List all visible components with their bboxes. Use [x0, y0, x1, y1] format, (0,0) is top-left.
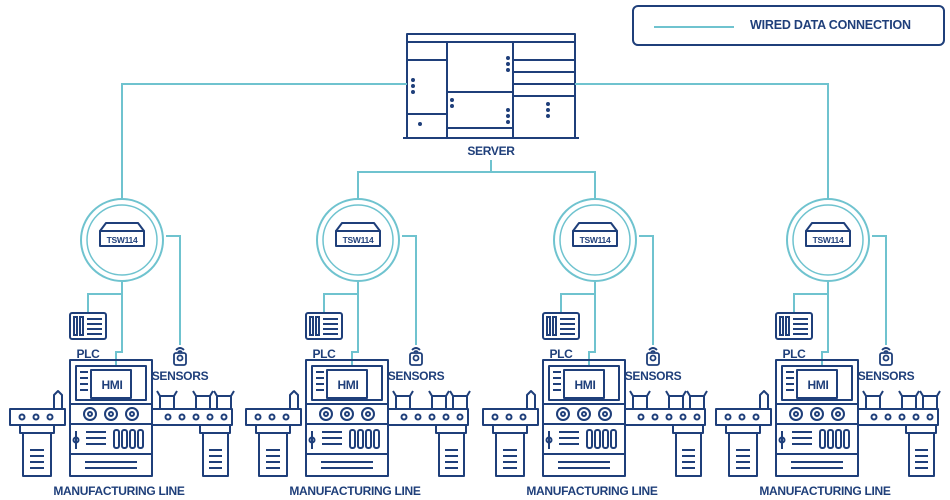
- plc-label: PLC: [76, 347, 100, 361]
- sensor-icon: [409, 347, 423, 366]
- plc-label: PLC: [549, 347, 573, 361]
- manufacturing-group-3: TSW114 PLC SENSORS HMI MANUFACTURING LIN…: [482, 198, 708, 498]
- hmi-label: HMI: [807, 378, 828, 392]
- sensors-label: SENSORS: [625, 369, 682, 383]
- manufacturing-group-2: TSW114 PLC SENSORS HMI MANUFACTURING LIN…: [245, 198, 471, 498]
- line-label: MANUFACTURING LINE: [526, 484, 658, 498]
- hmi-label: HMI: [337, 378, 358, 392]
- line-label: MANUFACTURING LINE: [759, 484, 891, 498]
- sensor-icon: [646, 347, 660, 366]
- sensors-label: SENSORS: [152, 369, 209, 383]
- sensors-label: SENSORS: [388, 369, 445, 383]
- line-label: MANUFACTURING LINE: [53, 484, 185, 498]
- switch-node-4: TSW114: [786, 198, 870, 282]
- plc-label: PLC: [782, 347, 806, 361]
- legend-wired-line-sample: [654, 26, 734, 28]
- sensors-label: SENSORS: [858, 369, 915, 383]
- switch-label: TSW114: [107, 235, 138, 245]
- hmi-label: HMI: [101, 378, 122, 392]
- switch-node-3: TSW114: [553, 198, 637, 282]
- switch-label: TSW114: [343, 235, 374, 245]
- manufacturing-group-4: TSW114 PLC SENSORS HMI MANUFACTURING LIN…: [715, 198, 941, 498]
- server-rack-icon: [403, 33, 579, 139]
- sensor-icon: [173, 347, 187, 366]
- legend: WIRED DATA CONNECTION: [632, 5, 945, 46]
- hmi-label: HMI: [574, 378, 595, 392]
- switch-label: TSW114: [580, 235, 611, 245]
- plc-icon: [542, 312, 580, 340]
- sensor-icon: [879, 347, 893, 366]
- switch-label: TSW114: [813, 235, 844, 245]
- line-label: MANUFACTURING LINE: [289, 484, 421, 498]
- plc-icon: [69, 312, 107, 340]
- manufacturing-group-1: TSW114 PLC SENSORS HMI MANUFACTURING LIN…: [9, 198, 235, 498]
- plc-label: PLC: [312, 347, 336, 361]
- switch-node-1: TSW114: [80, 198, 164, 282]
- switch-node-2: TSW114: [316, 198, 400, 282]
- plc-icon: [305, 312, 343, 340]
- wired-connections: [87, 83, 887, 366]
- legend-label: WIRED DATA CONNECTION: [750, 18, 911, 32]
- plc-icon: [775, 312, 813, 340]
- server-label: SERVER: [467, 144, 515, 158]
